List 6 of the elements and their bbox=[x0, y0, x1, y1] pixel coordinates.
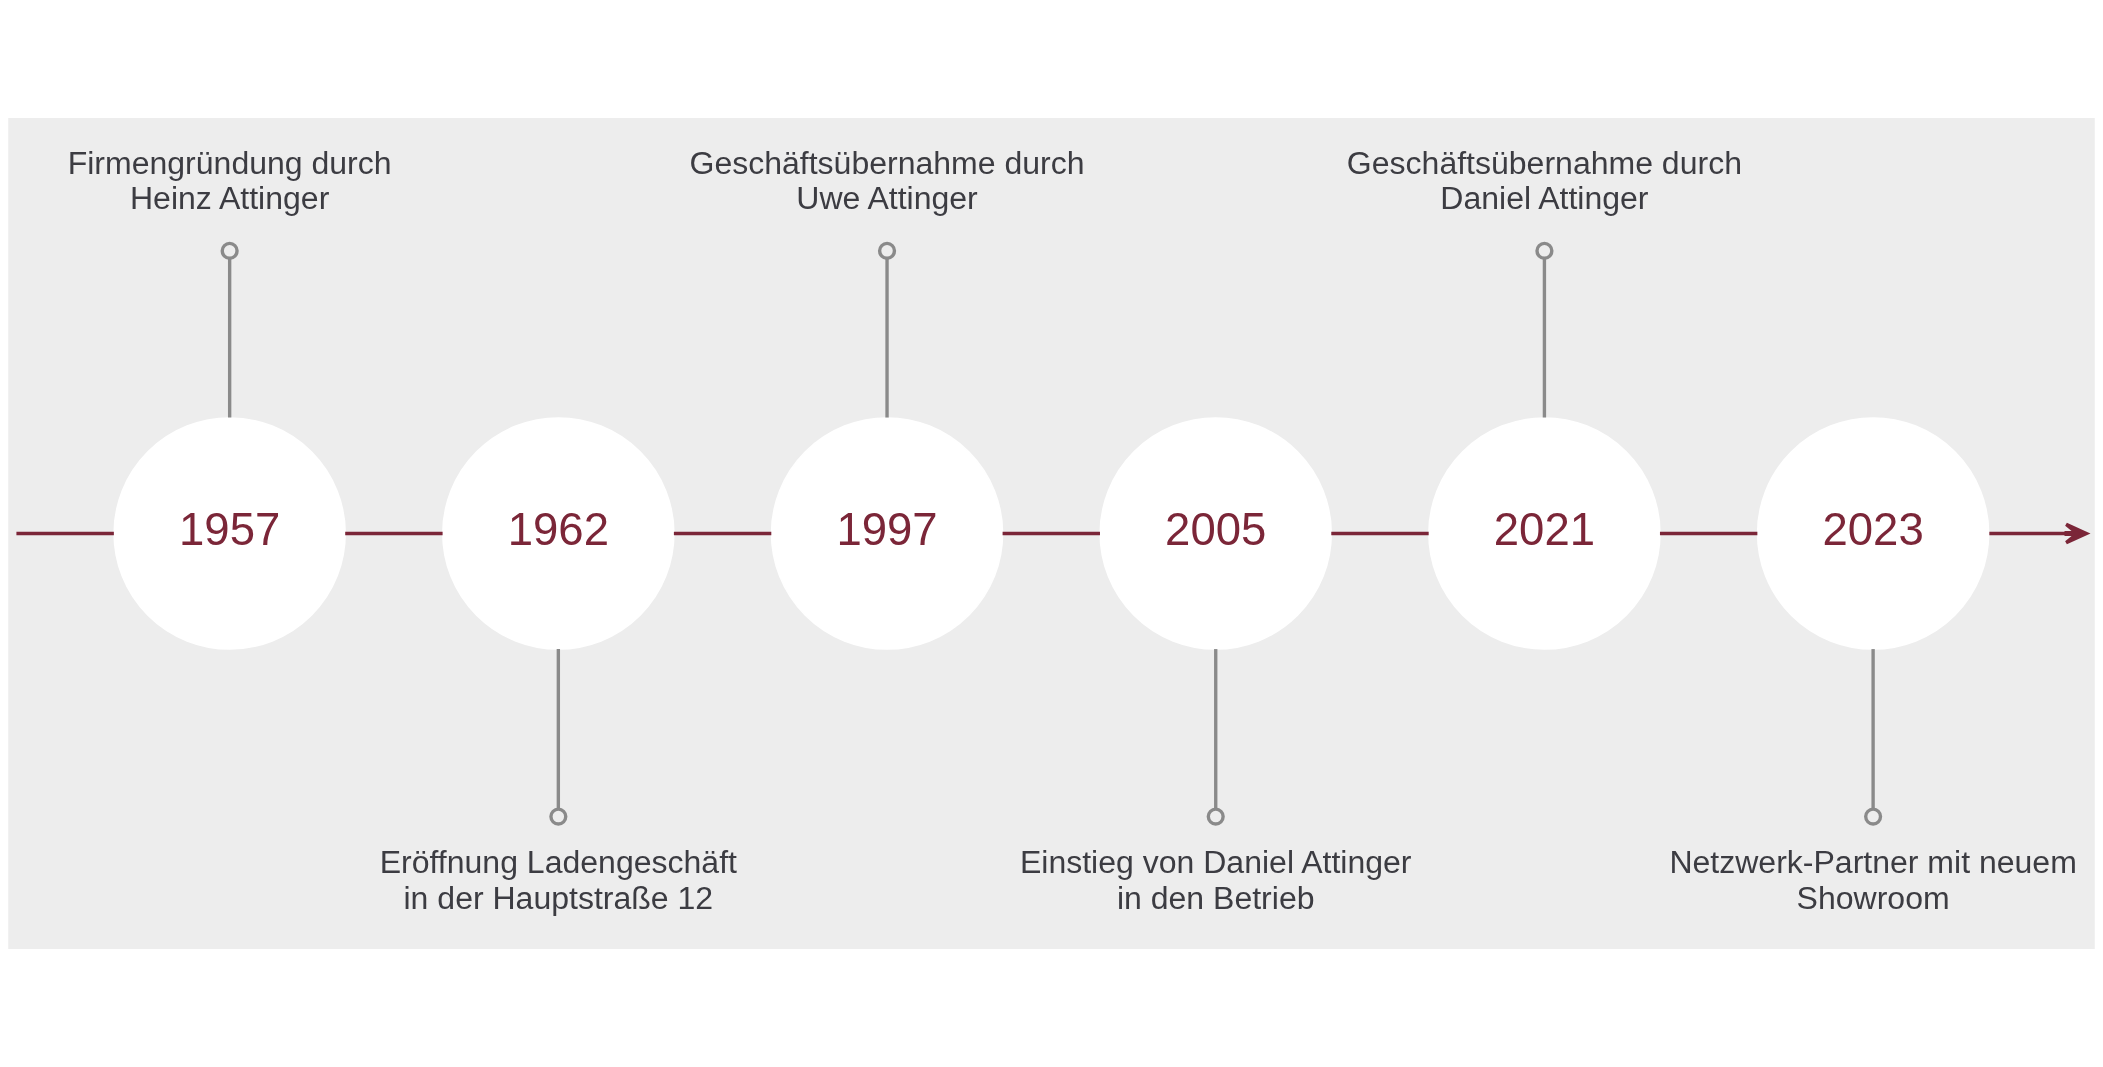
node-text: Einstieg von Daniel Attinger in den Betrieb bbox=[1019, 844, 1412, 916]
node-text: Geschäftsübernahme durch Uwe Attinger bbox=[689, 144, 1085, 217]
node-text: Geschäftsübernahme durch Daniel Attinger bbox=[1346, 144, 1742, 217]
node-text: Firmengründung durch Heinz Attinger bbox=[67, 144, 392, 217]
node-text: Netzwerk-Partner mit neuem Showroom bbox=[1669, 844, 2077, 916]
node-text: Eröffnung Ladengeschäft in der Hauptstraße 12 bbox=[379, 844, 737, 916]
